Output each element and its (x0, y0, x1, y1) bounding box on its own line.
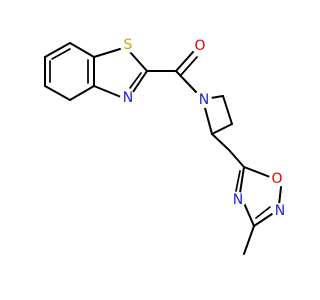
oxygen-label-carbonyl: O (194, 38, 205, 54)
nitrogen-label-oxadiazole-2: N (275, 203, 285, 219)
sulfur-label: S (124, 37, 133, 53)
benzene-ring (44, 42, 95, 101)
thiazole-ring (93, 48, 148, 98)
oxygen-label-oxadiazole: O (271, 171, 282, 187)
molecule-canvas: S N O N O N N (44, 37, 288, 255)
carbonyl-group (146, 51, 198, 93)
atom-O2: O (269, 171, 285, 187)
atom-O1: O (192, 38, 208, 54)
atom-N1: N (120, 90, 136, 106)
methyl-group (243, 225, 255, 255)
atom-N3: N (272, 203, 288, 219)
nitrogen-label-azetidine: N (199, 92, 209, 108)
oxadiazole-ring (228, 149, 282, 227)
atom-S1: S (120, 37, 136, 53)
atom-N2: N (196, 92, 212, 108)
nitrogen-label-thiazole: N (123, 90, 133, 106)
structure-diagram: S N O N O N N (44, 37, 288, 255)
atom-N4: N (230, 192, 246, 208)
nitrogen-label-oxadiazole-4: N (233, 192, 243, 208)
azetidine-ring (204, 95, 233, 151)
